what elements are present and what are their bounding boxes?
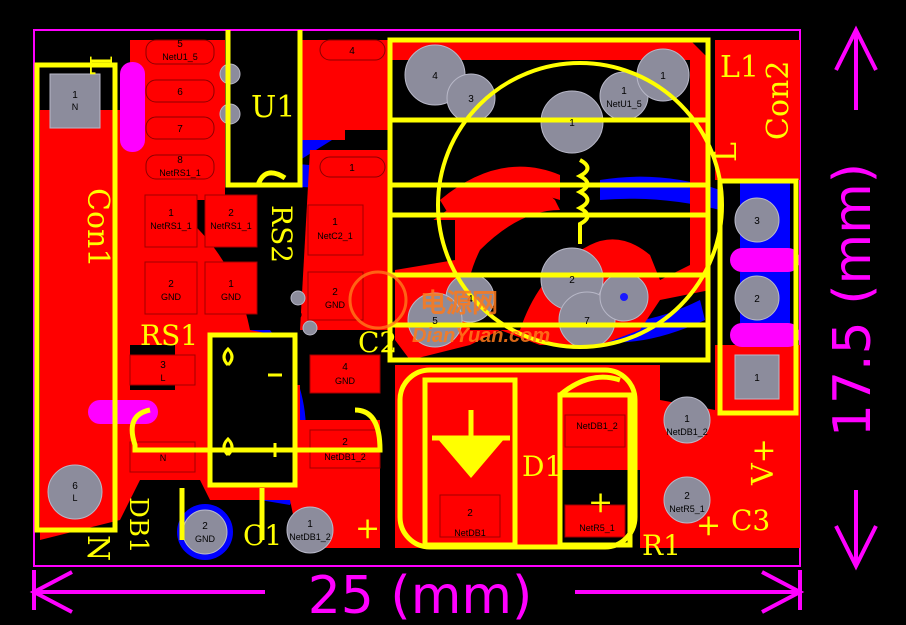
- pad-label: 2: [228, 208, 234, 219]
- pad-label: GND: [161, 292, 182, 302]
- pad-label: 2: [342, 437, 348, 448]
- pad-label: 1: [72, 90, 78, 101]
- pad-label: NetRS1_1: [210, 221, 252, 231]
- pad-label: L: [160, 373, 165, 383]
- silkscreen-labels: L N Con1 U1 RS2 RS1 C2 C1 DB1 D1 R1 C3 L…: [80, 50, 796, 562]
- pad-label: 4: [467, 294, 473, 305]
- pad-label: 2: [754, 294, 760, 305]
- pad-label: 1: [168, 208, 174, 219]
- c1-polarity: +: [355, 511, 380, 546]
- pad-label: 1: [349, 163, 355, 174]
- watermark-logo-icon: [348, 270, 408, 330]
- pad-label: NetDB1_2: [576, 421, 618, 431]
- watermark-url: DianYuan.com: [412, 325, 550, 347]
- pad-label: NetDB1: [454, 528, 486, 538]
- pad-label: L: [72, 493, 77, 503]
- board-outline: [33, 29, 801, 567]
- d1-designator: D1: [522, 450, 562, 483]
- pad-label: 4: [432, 71, 438, 82]
- dim-label-bg: [833, 110, 883, 490]
- c1-designator: C1: [243, 519, 282, 552]
- pad-label: NetRS1_1: [159, 168, 201, 178]
- r1-polarity: +: [588, 485, 613, 520]
- silkscreen-outlines: [34, 30, 799, 550]
- pad-label: 2: [168, 279, 174, 290]
- pad-label: GND: [195, 534, 216, 544]
- watermark: 电源网 DianYuan.com: [348, 270, 550, 347]
- con2-designator: Con2: [761, 61, 796, 140]
- con1-pin-l-label: L: [82, 55, 117, 75]
- pad-label: GND: [282, 310, 303, 320]
- pad-label: 1: [569, 118, 575, 129]
- con1-designator: Con1: [80, 188, 115, 267]
- via-hole: [620, 293, 628, 301]
- pad-label: NetC2_1: [317, 231, 353, 241]
- pad-label: 1: [684, 414, 690, 425]
- vplus-label: V+: [746, 438, 781, 486]
- pad-label: NetDB1_2: [324, 452, 366, 462]
- pad-label: 2: [569, 275, 575, 286]
- pad-label: 3: [160, 360, 166, 371]
- d1-symbol: [432, 410, 510, 478]
- pad-label: 7: [177, 124, 183, 135]
- l1-coil-symbol: [575, 158, 590, 244]
- pad-label: NetR5_1: [579, 523, 615, 533]
- pad-label: GND: [221, 292, 242, 302]
- keepout-pads: [88, 62, 800, 424]
- u1-designator: U1: [251, 90, 295, 125]
- pad-label: 1: [621, 86, 627, 97]
- pad-label: 1: [332, 217, 338, 228]
- pad-label: NetU1_5: [606, 99, 642, 109]
- pad-label: 1: [660, 71, 666, 82]
- width-dimension: 25 (mm): [308, 566, 533, 625]
- dim-label-bg: [265, 568, 575, 618]
- pad-label: 4: [349, 46, 355, 57]
- c3-designator: C3: [731, 504, 770, 537]
- pad-label: GND: [325, 300, 346, 310]
- l1-designator: L1: [720, 50, 759, 85]
- r1-designator: R1: [642, 529, 681, 562]
- pad-label: 5: [177, 39, 183, 50]
- pad-label: 2: [467, 508, 473, 519]
- pad-label: N: [160, 453, 167, 463]
- pad-label: GND: [335, 376, 356, 386]
- c3-polarity: +: [696, 508, 721, 543]
- con1-pin-n-label: N: [80, 535, 115, 561]
- pad-label: 2: [332, 287, 338, 298]
- db1-symbol: [222, 346, 282, 457]
- watermark-cn: 电源网: [420, 288, 498, 318]
- thru-pads: [47, 44, 780, 555]
- pad-label: 2: [202, 521, 208, 532]
- pad-label: NetR5_1: [669, 504, 705, 514]
- u1-pads: [145, 39, 386, 180]
- pad-label: 5: [432, 316, 438, 327]
- pad-label: 3: [754, 216, 760, 227]
- pad-label: 1: [754, 373, 760, 384]
- rs2-designator: RS2: [265, 205, 298, 263]
- pad-label: NetDB1_2: [289, 532, 331, 542]
- db1-designator: DB1: [123, 497, 153, 554]
- pad-label: NetDB1_2: [666, 427, 708, 437]
- pad-label: 3: [468, 94, 474, 105]
- pad-label: 6: [177, 87, 183, 98]
- pad-label: NetU1_5: [162, 52, 198, 62]
- c2-designator: C2: [358, 326, 397, 359]
- pad-label: 4: [342, 362, 348, 373]
- pad-label: 2: [684, 491, 690, 502]
- pad-label: NetRS1_1: [150, 221, 192, 231]
- pad-label: 8: [177, 155, 183, 166]
- rs1-designator: RS1: [140, 319, 198, 352]
- con2-pin-l-label: L: [709, 142, 744, 162]
- height-dimension: 17.5 (mm): [823, 163, 883, 437]
- pad-label: 1: [228, 279, 234, 290]
- pad-labels: 1 N 6 L 5 NetU1_5 6 7 8 NetRS1_1 4 1 1 N…: [72, 39, 760, 544]
- pad-label: 7: [584, 316, 590, 327]
- smd-pads: [129, 194, 626, 538]
- pad-label: N: [72, 102, 79, 112]
- pad-label: 1: [307, 519, 313, 530]
- pad-label: 6: [72, 481, 78, 492]
